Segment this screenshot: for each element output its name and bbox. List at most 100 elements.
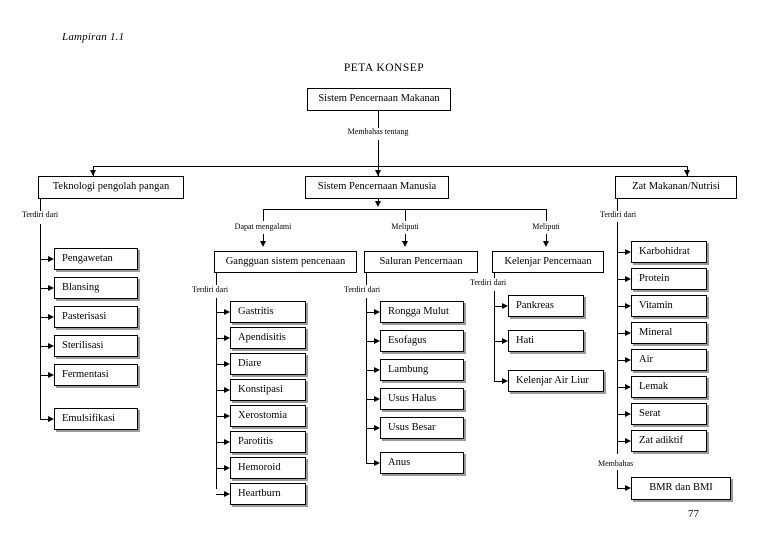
node-usus-halus[interactable]: Usus Halus: [380, 388, 464, 410]
stub-saluran-2: [366, 370, 376, 371]
caption-zat-terdiri-dari: Terdiri dari: [600, 210, 637, 219]
node-apendisitis[interactable]: Apendisitis: [230, 327, 306, 349]
stub-gangguan-0: [216, 312, 226, 313]
arrowhead-teknologi-4: [48, 371, 54, 378]
arrowhead-saluran-2: [374, 366, 380, 373]
stub-zat-3: [617, 333, 627, 334]
node-air[interactable]: Air: [631, 349, 707, 371]
caption-root-edge: Membahas tentang: [347, 127, 409, 136]
node-lambung[interactable]: Lambung: [380, 359, 464, 381]
trunk-teknologi: [40, 224, 41, 419]
node-parotitis[interactable]: Parotitis: [230, 431, 306, 453]
arrowhead-manusia: [374, 170, 381, 176]
stub-saluran-0: [366, 312, 376, 313]
caption-saluran-edge: Meliputi: [391, 222, 419, 231]
arrowhead-zat-3: [625, 329, 631, 336]
connector-root-stem: [378, 111, 379, 128]
stub-gangguan-5: [216, 442, 226, 443]
node-teknologi-pengolah-pangan[interactable]: Teknologi pengolah pangan: [38, 176, 184, 199]
arrowhead-gangguan: [259, 241, 266, 247]
arrowhead-zat-tail: [625, 484, 631, 491]
node-zat-adiktif[interactable]: Zat adiktif: [631, 430, 707, 452]
stub-zat-7: [617, 441, 627, 442]
arrowhead-zat-2: [625, 302, 631, 309]
node-gangguan-sistem-pencenaan[interactable]: Gangguan sistem pencenaan: [214, 251, 357, 273]
stub-saluran-1: [366, 341, 376, 342]
trunk-kelenjar-upper: [494, 273, 495, 278]
arrowhead-gangguan-4: [224, 412, 230, 419]
node-bmr-dan-bmi[interactable]: BMR dan BMI: [631, 477, 731, 500]
connector-kelenjar-drop2: [546, 234, 547, 243]
node-serat[interactable]: Serat: [631, 403, 707, 425]
node-sterilisasi[interactable]: Sterilisasi: [54, 335, 138, 357]
node-vitamin[interactable]: Vitamin: [631, 295, 707, 317]
connector-manusia-stem: [378, 199, 379, 202]
stub-saluran-5: [366, 463, 376, 464]
stub-zat-1: [617, 279, 627, 280]
stub-zat-6: [617, 414, 627, 415]
node-pasterisasi[interactable]: Pasterisasi: [54, 306, 138, 328]
node-gastritis[interactable]: Gastritis: [230, 301, 306, 323]
node-saluran-pencernaan[interactable]: Saluran Pencernaan: [364, 251, 478, 273]
node-diare[interactable]: Diare: [230, 353, 306, 375]
node-lemak[interactable]: Lemak: [631, 376, 707, 398]
caption-zat-membahas: Membahas: [598, 459, 634, 468]
node-sistem-pencernaan-manusia[interactable]: Sistem Pencernaan Manusia: [305, 176, 449, 199]
node-hati[interactable]: Hati: [508, 330, 584, 352]
node-rongga-mulut[interactable]: Rongga Mulut: [380, 301, 464, 323]
node-heartburn[interactable]: Heartburn: [230, 483, 306, 505]
arrowhead-saluran: [401, 241, 408, 247]
page-title: PETA KONSEP: [343, 62, 425, 74]
connector-saluran-drop2: [405, 234, 406, 243]
stub-zat-2: [617, 306, 627, 307]
node-anus[interactable]: Anus: [380, 452, 464, 474]
arrowhead-zat-4: [625, 356, 631, 363]
arrowhead-gangguan-5: [224, 438, 230, 445]
stub-gangguan-2: [216, 364, 226, 365]
caption-teknologi-terdiri-dari: Terdiri dari: [22, 210, 59, 219]
node-konstipasi[interactable]: Konstipasi: [230, 379, 306, 401]
node-hemoroid[interactable]: Hemoroid: [230, 457, 306, 479]
stub-gangguan-4: [216, 416, 226, 417]
stub-zat-5: [617, 387, 627, 388]
trunk-teknologi-upper: [40, 199, 41, 211]
node-root[interactable]: Sistem Pencernaan Makanan: [307, 88, 451, 111]
arrowhead-saluran-0: [374, 308, 380, 315]
arrowhead-saluran-1: [374, 337, 380, 344]
arrowhead-saluran-3: [374, 395, 380, 402]
node-blansing[interactable]: Blansing: [54, 277, 138, 299]
stub-teknologi-4: [40, 375, 50, 376]
stub-teknologi-3: [40, 346, 50, 347]
node-pankreas[interactable]: Pankreas: [508, 295, 584, 317]
connector-main-bar: [93, 166, 687, 167]
stub-zat-0: [617, 252, 627, 253]
node-protein[interactable]: Protein: [631, 268, 707, 290]
node-kelenjar-air-liur[interactable]: Kelenjar Air Liur: [508, 370, 604, 392]
node-fermentasi[interactable]: Fermentasi: [54, 364, 138, 386]
node-esofagus[interactable]: Esofagus: [380, 330, 464, 352]
trunk-gangguan: [216, 298, 217, 489]
arrowhead-gangguan-0: [224, 308, 230, 315]
stub-gangguan-6: [216, 468, 226, 469]
arrowhead-zat-0: [625, 248, 631, 255]
stub-gangguan-1: [216, 338, 226, 339]
caption-kelenjar-edge: Meliputi: [532, 222, 560, 231]
node-usus-besar[interactable]: Usus Besar: [380, 417, 464, 439]
arrowhead-kelenjar-2: [502, 377, 508, 384]
arrowhead-gangguan-7: [224, 490, 230, 497]
caption-saluran-terdiri-dari: Terdiri dari: [344, 285, 381, 294]
node-xerostomia[interactable]: Xerostomia: [230, 405, 306, 427]
arrowhead-teknologi-1: [48, 284, 54, 291]
node-pengawetan[interactable]: Pengawetan: [54, 248, 138, 270]
connector-saluran-drop: [405, 209, 406, 221]
node-zat-makanan-nutrisi[interactable]: Zat Makanan/Nutrisi: [615, 176, 737, 199]
stub-zat-tail: [617, 488, 627, 489]
node-kelenjar-pencernaan[interactable]: Kelenjar Pencernaan: [492, 251, 604, 273]
trunk-zat-tail: [617, 470, 618, 488]
arrowhead-zat: [683, 170, 690, 176]
arrowhead-teknologi-5: [48, 415, 54, 422]
node-karbohidrat[interactable]: Karbohidrat: [631, 241, 707, 263]
arrowhead-gangguan-1: [224, 334, 230, 341]
node-mineral[interactable]: Mineral: [631, 322, 707, 344]
node-emulsifikasi[interactable]: Emulsifikasi: [54, 408, 138, 430]
